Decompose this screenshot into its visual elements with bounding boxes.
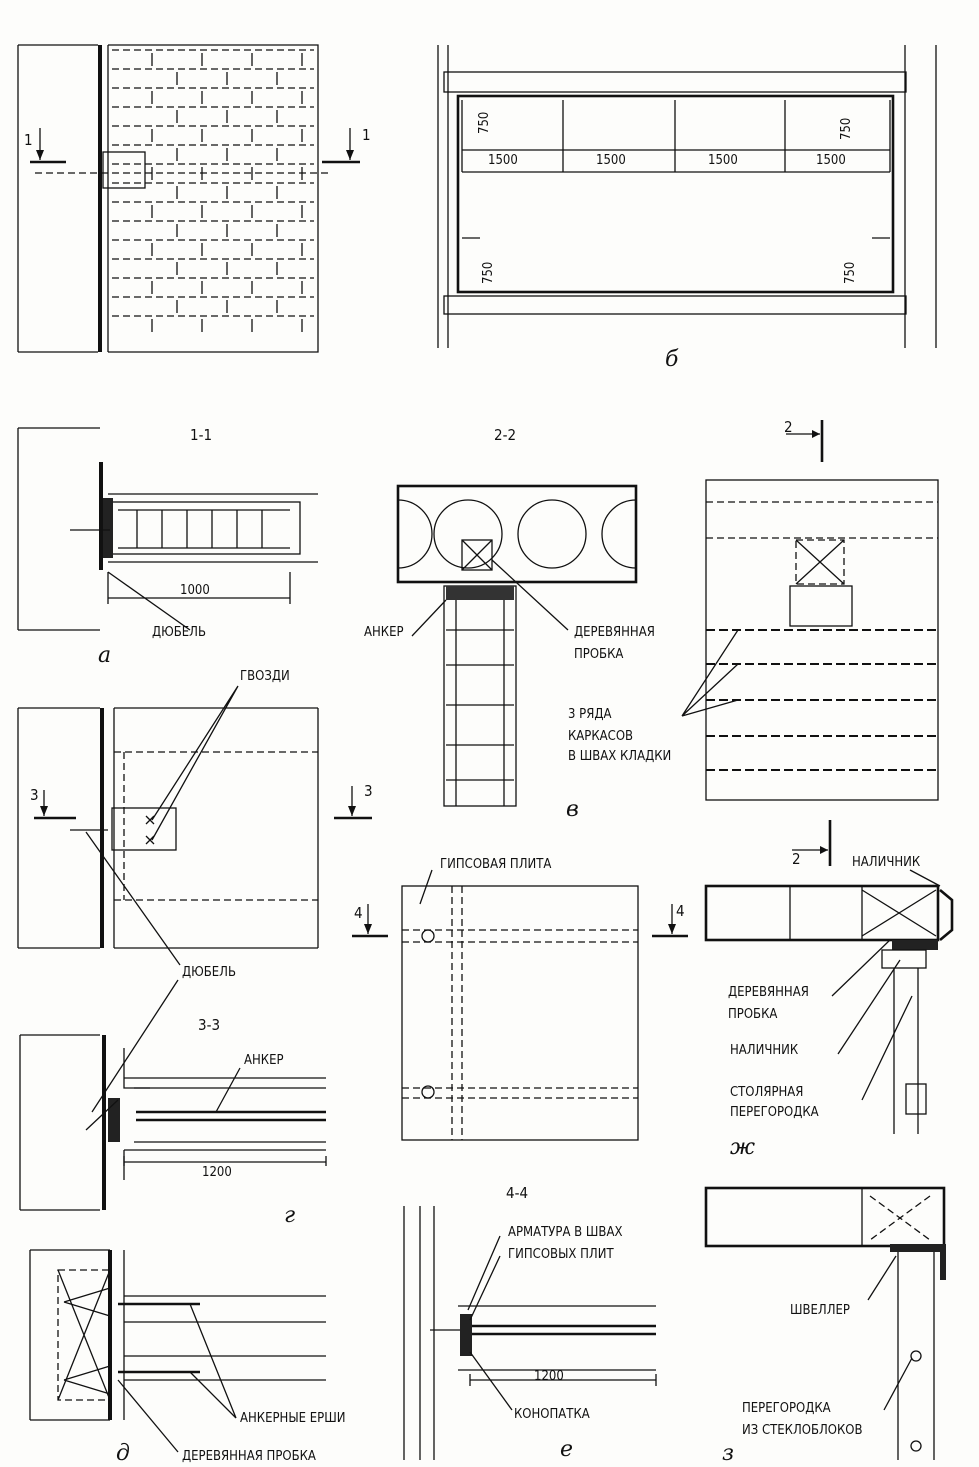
figure-label-b: б <box>665 347 679 372</box>
section-mark-1-left: 1 <box>24 131 33 149</box>
label-derev-probka-1b: ПРОБКА <box>574 647 623 662</box>
label-anker-2: АНКЕР <box>244 1053 284 1068</box>
figure-label-z: з <box>722 1441 734 1466</box>
figure-b-frame <box>437 45 937 348</box>
section-mark-1-right: 1 <box>362 126 371 144</box>
label-stol-1: СТОЛЯРНАЯ <box>730 1085 803 1100</box>
label-dyubel-1: ДЮБЕЛЬ <box>152 625 206 640</box>
label-shveller: ШВЕЛЛЕР <box>790 1303 850 1318</box>
figure-zh-detail <box>704 820 954 1134</box>
svg-text:1500: 1500 <box>708 153 738 168</box>
figure-label-v: в <box>566 797 579 822</box>
figure-g-elevation <box>17 685 372 966</box>
svg-text:1200: 1200 <box>534 1369 564 1384</box>
section-mark-4-right: 4 <box>676 902 685 920</box>
label-derev-probka-2b: ПРОБКА <box>728 1007 777 1022</box>
figure-label-zh: ж <box>730 1135 755 1160</box>
section-mark-3-right: 3 <box>364 782 373 800</box>
section-mark-2-bottom: 2 <box>792 850 801 868</box>
svg-text:750: 750 <box>477 112 492 134</box>
figure-v-elevation <box>681 420 939 801</box>
figure-a-elevation <box>17 44 360 353</box>
label-anker-1: АНКЕР <box>364 625 404 640</box>
svg-text:1500: 1500 <box>816 153 846 168</box>
label-riady-3: В ШВАХ КЛАДКИ <box>568 749 671 764</box>
label-steklo-1: ПЕРЕГОРОДКА <box>742 1401 831 1416</box>
svg-text:750: 750 <box>481 262 496 284</box>
section-title-4-4: 4-4 <box>506 1184 528 1202</box>
label-derev-probka-full: ДЕРЕВЯННАЯ ПРОБКА <box>182 1449 316 1464</box>
label-konopatka: КОНОПАТКА <box>514 1407 590 1422</box>
svg-text:750: 750 <box>843 262 858 284</box>
section-mark-3-left: 3 <box>30 786 39 804</box>
svg-text:1500: 1500 <box>488 153 518 168</box>
label-gips-plita: ГИПСОВАЯ ПЛИТА <box>440 857 551 872</box>
section-title-3-3: 3-3 <box>198 1016 220 1034</box>
figure-b-dimensions: 750 1500 1500 1500 1500 750 750 750 <box>477 112 858 284</box>
figure-label-d: д <box>116 1441 130 1466</box>
label-derev-probka-2a: ДЕРЕВЯННАЯ <box>728 985 809 1000</box>
figure-d-detail <box>29 1249 326 1453</box>
label-ankernye-ershi: АНКЕРНЫЕ ЕРШИ <box>240 1411 345 1426</box>
section-mark-4-left: 4 <box>354 904 363 922</box>
figure-label-g: г <box>284 1203 295 1228</box>
figure-label-a: а <box>98 643 111 668</box>
section-title-2-2: 2-2 <box>494 426 516 444</box>
section-1-1-detail <box>17 427 318 631</box>
label-riady-2: КАРКАСОВ <box>568 729 633 744</box>
section-title-1-1: 1-1 <box>190 426 212 444</box>
section-3-3-detail <box>19 979 327 1211</box>
label-gvozdi: ГВОЗДИ <box>240 669 290 684</box>
figure-e-elevation <box>352 869 688 1141</box>
label-armatura-2: ГИПСОВЫХ ПЛИТ <box>508 1247 614 1262</box>
section-4-4-detail <box>403 1206 657 1460</box>
label-derev-probka-1a: ДЕРЕВЯННАЯ <box>574 625 655 640</box>
label-steklo-2: ИЗ СТЕКЛОБЛОКОВ <box>742 1423 863 1438</box>
section-mark-2-top: 2 <box>784 418 793 436</box>
label-stol-2: ПЕРЕГОРОДКА <box>730 1105 819 1120</box>
svg-text:1500: 1500 <box>596 153 626 168</box>
svg-text:750: 750 <box>839 118 854 140</box>
label-nalichnik-1: НАЛИЧНИК <box>852 855 921 870</box>
label-dyubel-2: ДЮБЕЛЬ <box>182 965 236 980</box>
svg-text:1200: 1200 <box>202 1165 232 1180</box>
label-nalichnik-2: НАЛИЧНИК <box>730 1043 799 1058</box>
figure-label-e: е <box>560 1437 573 1462</box>
label-riady-1: 3 РЯДА <box>568 707 611 722</box>
label-armatura-1: АРМАТУРА В ШВАХ <box>508 1225 622 1240</box>
figure-z-detail <box>704 1186 946 1460</box>
section-2-2-detail <box>396 484 638 807</box>
svg-text:1000: 1000 <box>180 583 210 598</box>
